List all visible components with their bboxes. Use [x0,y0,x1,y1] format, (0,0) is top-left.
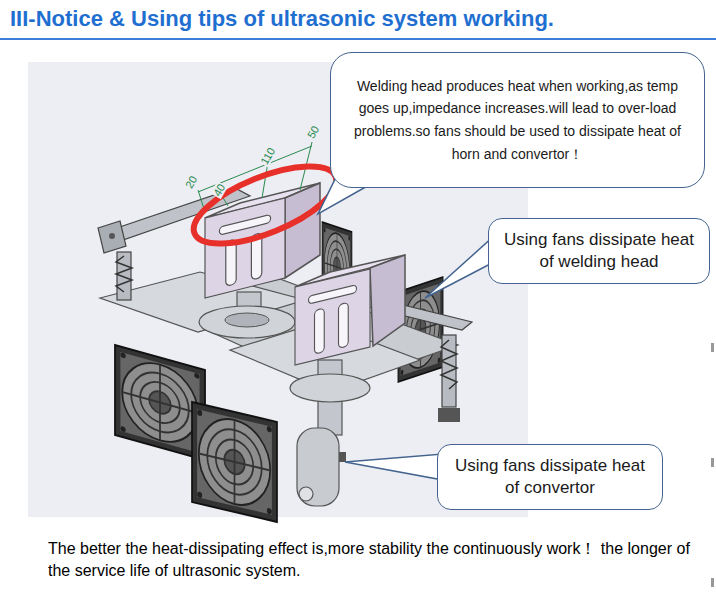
callout-text: Using fans dissipate heat of welding hea… [499,229,699,273]
welding-horn [295,269,370,365]
spring [116,256,132,292]
welding-horn [205,198,285,298]
booster-flange [290,374,370,402]
edge-tick [711,343,714,352]
edge-tick [711,578,714,587]
callout-bubble: Using fans dissipate heat of convertor [437,444,663,510]
page-title: III-Notice & Using tips of ultrasonic sy… [10,6,554,32]
welding-horn [370,255,405,346]
edge-tick [711,458,714,467]
guide-column [442,335,456,407]
welding-horn [285,183,320,278]
guide-column [117,252,131,300]
callout-bubble: Welding head produces heat when working,… [330,52,705,188]
nut [438,408,460,422]
convertor [297,428,339,506]
callout-tail [425,236,494,298]
callout-tail [345,454,443,480]
callout-text: Using fans dissipate heat of convertor [448,455,652,499]
frame-block [98,221,126,253]
booster-flange [199,306,295,338]
cooling-fan [192,402,277,522]
booster-flange [225,313,269,327]
bolt [109,233,115,239]
caption-note: The better the heat-dissipating effect i… [48,538,693,582]
spring [441,340,457,389]
convertor-plug [299,487,313,501]
callout-bubble: Using fans dissipate heat of welding hea… [488,218,710,284]
callout-text: Welding head produces heat when working,… [347,75,688,166]
title-rule [0,38,716,40]
